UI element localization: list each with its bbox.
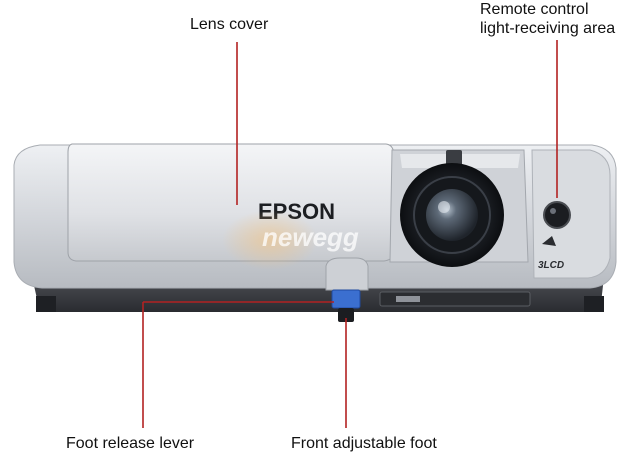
remote-sensor-highlight bbox=[550, 208, 556, 214]
right-panel bbox=[531, 149, 611, 279]
rear-foot-left bbox=[36, 296, 56, 312]
label-front-adjustable-foot: Front adjustable foot bbox=[291, 435, 437, 452]
bottom-panel-detail bbox=[396, 296, 420, 302]
label-lens-cover: Lens cover bbox=[190, 16, 269, 33]
leader-lines bbox=[142, 40, 558, 428]
lens-highlight bbox=[438, 201, 450, 213]
watermark-glow bbox=[222, 210, 318, 270]
label-remote-line1: Remote control bbox=[480, 1, 589, 18]
label-remote-line2: light-receiving area bbox=[480, 20, 616, 37]
lcd-logo-mark bbox=[542, 236, 556, 246]
zoom-ring-tab bbox=[446, 150, 462, 166]
front-adjustable-foot bbox=[331, 289, 361, 309]
remote-sensor bbox=[543, 201, 571, 229]
rear-foot-right bbox=[584, 296, 604, 312]
lens-glass bbox=[426, 189, 478, 241]
foot-pad bbox=[338, 308, 354, 322]
foot-housing bbox=[325, 257, 369, 291]
watermark-text: newegg bbox=[262, 222, 359, 252]
lcd-badge: 3LCD bbox=[538, 260, 564, 271]
label-remote-control: Remote control light-receiving area bbox=[480, 0, 615, 38]
bottom-panel bbox=[379, 291, 531, 307]
label-foot-release-lever: Foot release lever bbox=[66, 435, 195, 452]
